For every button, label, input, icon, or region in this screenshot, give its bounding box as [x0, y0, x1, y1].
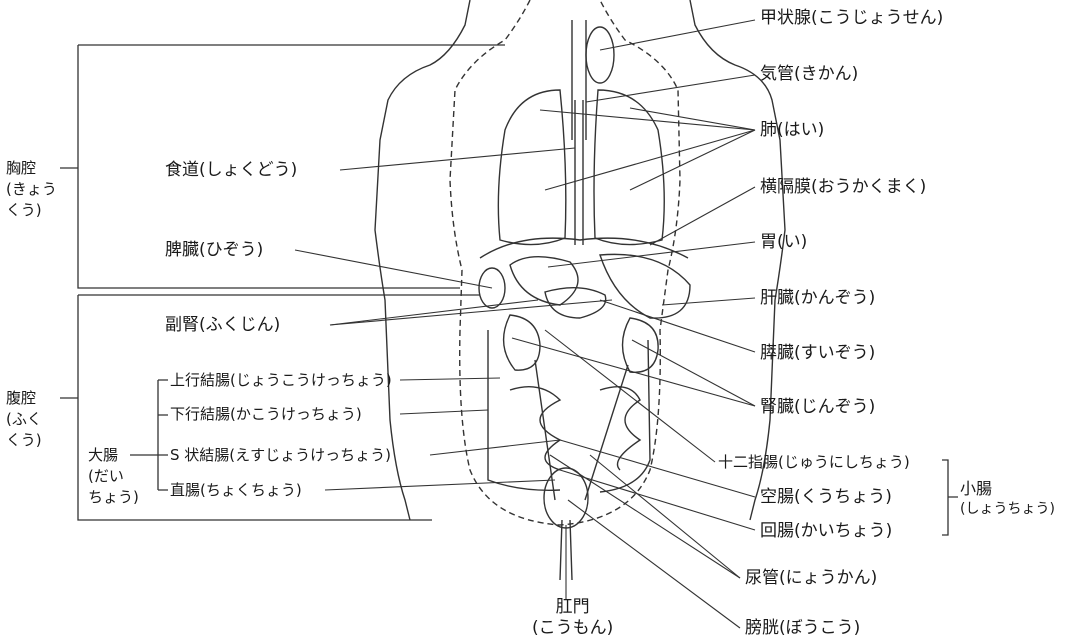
- right-lung: [594, 90, 664, 245]
- trachea: [572, 20, 586, 140]
- label-pancreas: 膵臓(すいぞう): [760, 343, 875, 363]
- leader-lines: [295, 20, 755, 628]
- left-lung: [498, 90, 565, 245]
- label-kidney: 腎臓(じんぞう): [760, 397, 875, 417]
- label-thoracic-cavity: 胸腔 (きょう くう): [6, 158, 57, 221]
- left-kidney: [504, 315, 540, 370]
- anus-name: 肛門: [532, 597, 613, 618]
- abdominal-cavity-reading-1: (ふく: [6, 409, 42, 430]
- thoracic-cavity-reading-2: くう): [6, 200, 57, 221]
- anus-reading: (こうもん): [532, 618, 613, 639]
- label-rectum: 直腸(ちょくちょう): [170, 480, 302, 500]
- stomach: [510, 257, 578, 305]
- label-bladder: 膀胱(ぼうこう): [745, 618, 860, 638]
- thoracic-cavity-name: 胸腔: [6, 158, 57, 179]
- label-stomach: 胃(い): [760, 232, 807, 252]
- label-descending-colon: 下行結腸(かこうけっちょう): [170, 404, 362, 424]
- label-anus: 肛門 (こうもん): [532, 597, 613, 639]
- esophagus: [575, 100, 583, 245]
- label-ileum: 回腸(かいちょう): [760, 521, 892, 541]
- label-adrenal: 副腎(ふくじん): [165, 315, 280, 335]
- thoracic-cavity-reading-1: (きょう: [6, 179, 57, 200]
- label-abdominal-cavity: 腹腔 (ふく くう): [6, 388, 42, 451]
- liver: [600, 254, 690, 318]
- label-esophagus: 食道(しょくどう): [165, 160, 297, 180]
- abdominal-cavity-reading-2: くう): [6, 430, 42, 451]
- large-intestine-reading-2: ちょう): [88, 487, 139, 508]
- cavity-outline: [450, 0, 680, 525]
- small-intestine-reading: (しょうちょう): [960, 499, 1055, 520]
- label-thyroid: 甲状腺(こうじょうせん): [760, 8, 943, 28]
- label-jejunum: 空腸(くうちょう): [760, 487, 892, 507]
- label-spleen: 脾臓(ひぞう): [165, 240, 263, 260]
- label-liver: 肝臓(かんぞう): [760, 288, 875, 308]
- body-outline: [375, 0, 470, 520]
- label-diaphragm: 横隔膜(おうかくまく): [760, 177, 926, 197]
- large-intestine-reading-1: (だい: [88, 466, 139, 487]
- label-ureter: 尿管(にょうかん): [745, 568, 877, 588]
- small-intestine-name: 小腸: [960, 478, 1055, 499]
- right-kidney: [623, 318, 659, 372]
- label-small-intestine: 小腸 (しょうちょう): [960, 478, 1055, 520]
- label-large-intestine: 大腸 (だい ちょう): [88, 445, 139, 508]
- small-intestine-bracket: [942, 460, 958, 535]
- thyroid: [586, 27, 614, 83]
- label-trachea: 気管(きかん): [760, 64, 858, 84]
- large-intestine-name: 大腸: [88, 445, 139, 466]
- label-sigmoid-colon: S 状結腸(えすじょうけっちょう): [170, 445, 391, 465]
- label-ascending-colon: 上行結腸(じょうこうけっちょう): [170, 370, 392, 390]
- label-lung: 肺(はい): [760, 120, 824, 140]
- abdominal-cavity-name: 腹腔: [6, 388, 42, 409]
- label-duodenum: 十二指腸(じゅうにしちょう): [718, 452, 910, 472]
